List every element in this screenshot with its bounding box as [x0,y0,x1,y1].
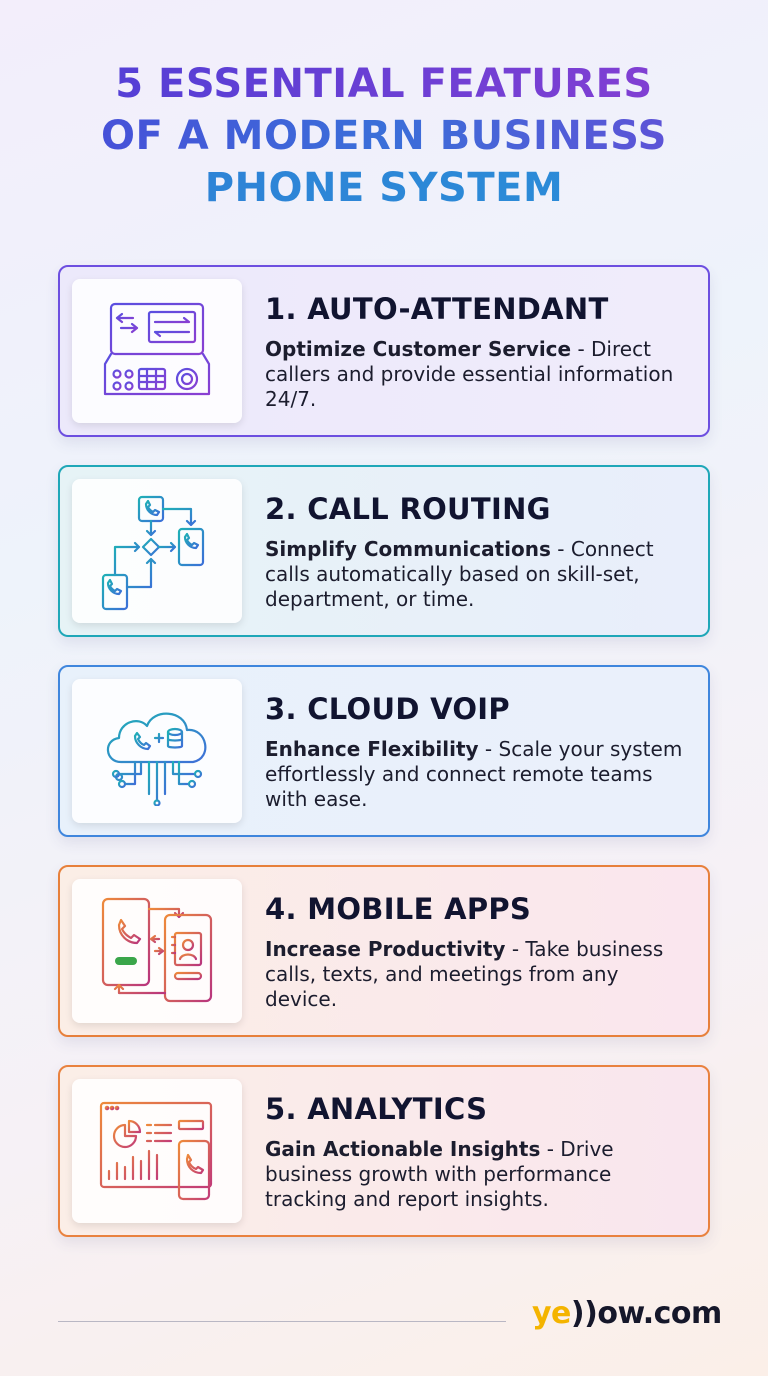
feature-title: 5. ANALYTICS [265,1092,488,1126]
feature-icon-box [72,679,242,823]
feature-title: 1. AUTO-ATTENDANT [265,292,609,326]
feature-body: - Scale your system effortlessly and con… [265,737,683,811]
feature-lead: Gain Actionable Insights [265,1137,541,1161]
feature-card-call-routing: 2. CALL ROUTING Simplify Communications … [58,465,710,637]
feature-text: 3. CLOUD VOIP Enhance Flexibility - Scal… [265,691,695,812]
feature-card-mobile-apps: 4. MOBILE APPS Increase Productivity - T… [58,865,710,1037]
feature-icon-box [72,479,242,623]
feature-description: Enhance Flexibility - Scale your system … [265,737,695,812]
cloud-network-icon [106,712,207,806]
logo-part-ye: ye [532,1296,571,1331]
feature-icon-box [72,279,242,423]
title-line-3: PHONE SYSTEM [0,162,768,214]
feature-card-analytics: 5. ANALYTICS Gain Actionable Insights - … [58,1065,710,1237]
mobile-phones-icon [101,897,213,1003]
brand-logo[interactable]: ye))ow.com [532,1296,722,1331]
feature-icon-box [72,879,242,1023]
feature-description: Increase Productivity - Take business ca… [265,937,695,1012]
feature-title: 2. CALL ROUTING [265,492,551,526]
feature-description: Optimize Customer Service - Direct calle… [265,337,695,412]
feature-body: - Direct callers and provide essential i… [265,337,674,411]
feature-lead: Enhance Flexibility [265,737,479,761]
feature-card-cloud-voip: 3. CLOUD VOIP Enhance Flexibility - Scal… [58,665,710,837]
feature-card-auto-attendant: 1. AUTO-ATTENDANT Optimize Customer Serv… [58,265,710,437]
title-line-1: 5 ESSENTIAL FEATURES [0,58,768,110]
feature-body: - Drive business growth with performance… [265,1137,614,1211]
analytics-dashboard-icon [99,1101,213,1201]
feature-text: 4. MOBILE APPS Increase Productivity - T… [265,891,695,1012]
feature-text: 1. AUTO-ATTENDANT Optimize Customer Serv… [265,291,695,412]
feature-title: 4. MOBILE APPS [265,892,532,926]
feature-icon-box [72,1079,242,1223]
feature-lead: Increase Productivity [265,937,506,961]
feature-text: 5. ANALYTICS Gain Actionable Insights - … [265,1091,695,1212]
feature-description: Gain Actionable Insights - Drive busines… [265,1137,695,1212]
logo-part-ow: ))ow.com [570,1296,722,1331]
feature-lead: Optimize Customer Service [265,337,572,361]
feature-text: 2. CALL ROUTING Simplify Communications … [265,491,695,612]
feature-lead: Simplify Communications [265,537,551,561]
page-title: 5 ESSENTIAL FEATURES OF A MODERN BUSINES… [0,58,768,214]
feature-body: - Take business calls, texts, and meetin… [265,937,664,1011]
feature-body: - Connect calls automatically based on s… [265,537,654,611]
feature-description: Simplify Communications - Connect calls … [265,537,695,612]
feature-title: 3. CLOUD VOIP [265,692,510,726]
footer-divider [58,1321,506,1322]
title-line-2: OF A MODERN BUSINESS [0,110,768,162]
desk-phone-console-icon [103,302,211,396]
call-routing-flow-icon [101,495,205,611]
